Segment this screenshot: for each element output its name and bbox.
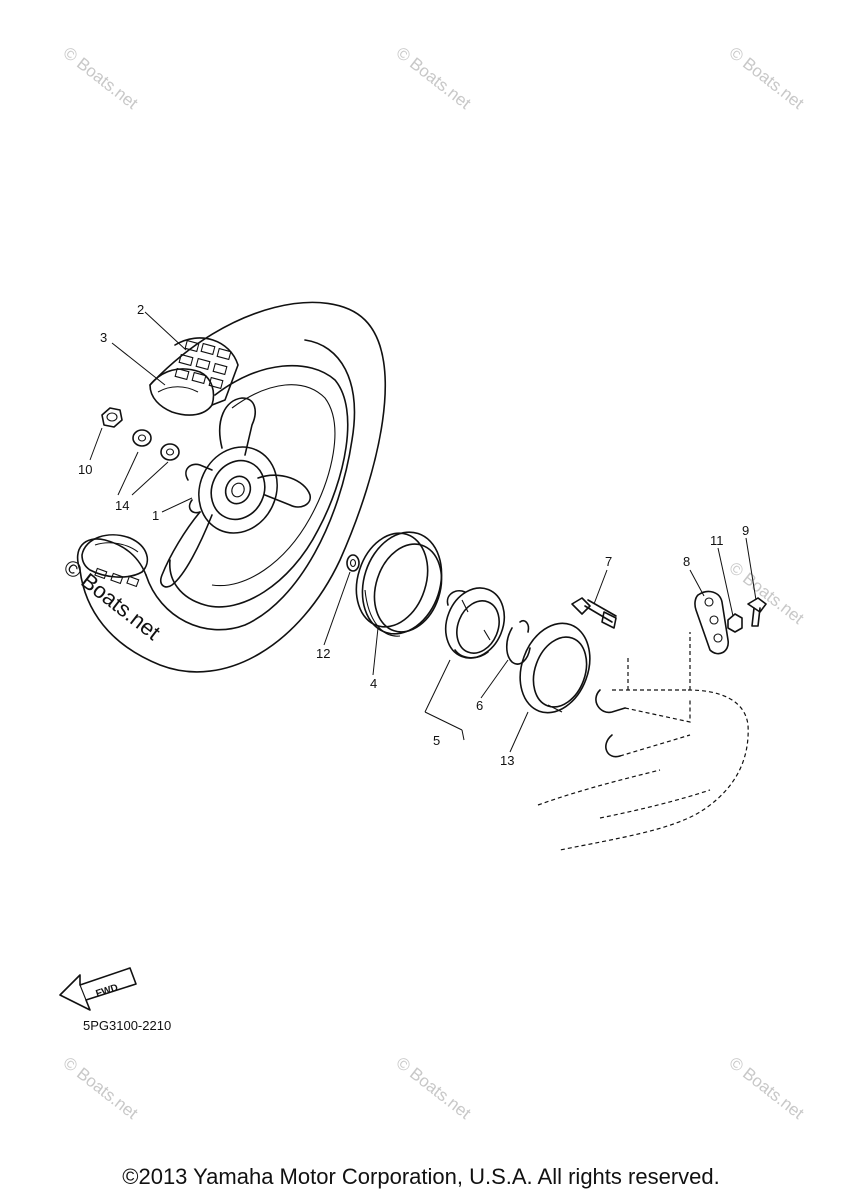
watermark: © Boats.net xyxy=(726,1053,808,1123)
watermark-dark: © Boats.net xyxy=(59,554,165,645)
copyright-notice: ©2013 Yamaha Motor Corporation, U.S.A. A… xyxy=(122,1164,720,1189)
callout-11: 11 xyxy=(710,533,724,548)
diagram-code: 5PG3100-2210 xyxy=(83,1018,171,1033)
watermark: © Boats.net xyxy=(60,1053,142,1123)
fwd-arrow: FWD xyxy=(59,967,137,1011)
callout-6: 6 xyxy=(476,698,483,713)
watermarks: © Boats.net © Boats.net © Boats.net © Bo… xyxy=(60,43,808,1123)
callout-12: 12 xyxy=(316,646,330,661)
brake-shoes-5 xyxy=(444,587,506,659)
spring-6 xyxy=(505,619,531,665)
bolt-9 xyxy=(747,597,767,627)
collar-12 xyxy=(346,554,360,572)
watermark: © Boats.net xyxy=(726,43,808,113)
bolt-7 xyxy=(571,597,617,629)
fwd-label: FWD xyxy=(95,982,120,1000)
callout-7: 7 xyxy=(605,554,612,569)
nut-10 xyxy=(101,407,123,428)
callout-14: 14 xyxy=(115,498,129,513)
nut-11 xyxy=(727,613,743,633)
watermark: © Boats.net xyxy=(393,43,475,113)
callout-9: 9 xyxy=(742,523,749,538)
callout-13: 13 xyxy=(500,753,514,768)
callout-5: 5 xyxy=(433,733,440,748)
leader-lines xyxy=(89,311,757,753)
lever-8 xyxy=(694,590,729,655)
watermark: © Boats.net xyxy=(726,558,808,628)
callout-1: 1 xyxy=(152,508,159,523)
brake-panel-13 xyxy=(519,622,591,714)
engine-outline xyxy=(537,632,749,851)
callout-numbers: 1 2 3 4 5 6 7 8 9 10 11 12 13 14 xyxy=(78,302,749,768)
callout-8: 8 xyxy=(683,554,690,569)
wheel-assembly xyxy=(76,301,387,673)
callout-4: 4 xyxy=(370,676,377,691)
callout-2: 2 xyxy=(137,302,144,317)
callout-3: 3 xyxy=(100,330,107,345)
callout-10: 10 xyxy=(78,462,92,477)
watermark: © Boats.net xyxy=(60,43,142,113)
watermark: © Boats.net xyxy=(393,1053,475,1123)
washers-14 xyxy=(132,429,180,461)
ring-4 xyxy=(355,531,443,637)
